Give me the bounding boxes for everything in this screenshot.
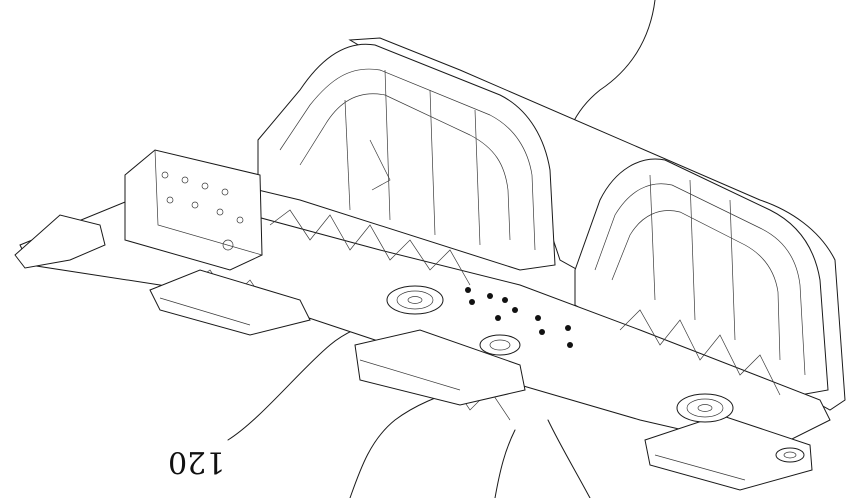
leader-line-bottom-3 [547,419,591,498]
mount-disc-right [676,393,734,423]
mount-disc-center [479,334,521,356]
lower-rail-left [149,269,311,336]
left-wheel-housing [257,43,556,271]
left-extension [14,214,106,269]
right-wheel-housing [574,158,829,396]
mount-disc-left [386,285,444,315]
leader-line-bottom-2 [494,429,516,498]
mount-disc-corner [775,447,805,463]
lower-rail-mid [354,329,526,406]
left-bracket-plate [124,149,263,271]
reference-numeral-label: 120 [168,444,226,479]
fastener-bolts [465,287,573,348]
leader-line-bottom-1 [349,389,461,498]
